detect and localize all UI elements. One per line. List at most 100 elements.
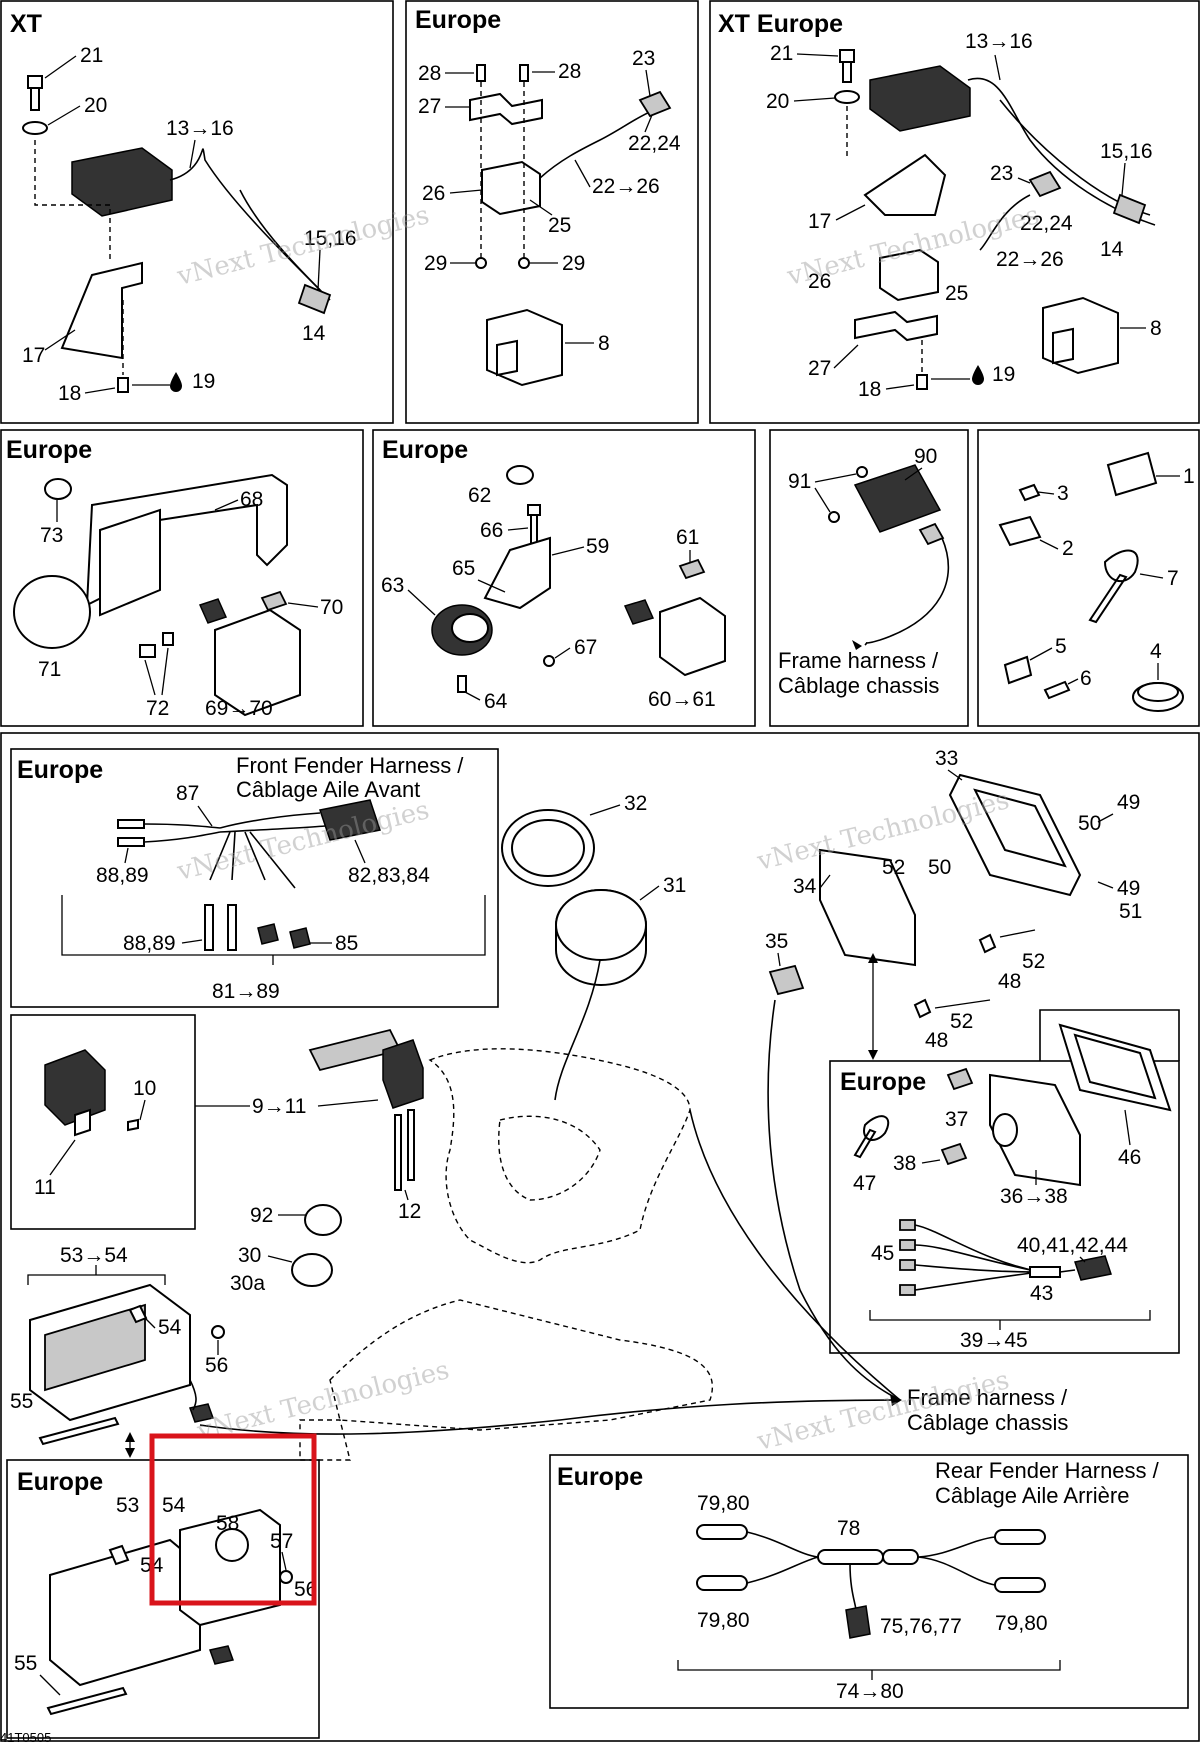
callout-35: 35 — [765, 930, 788, 953]
callout-29b: 29 — [562, 252, 585, 275]
callout-54-eu: 54 — [162, 1494, 186, 1517]
callout-15-16: 15,16 — [304, 227, 357, 250]
reflector-71 — [13, 575, 91, 649]
panel-title-europe-rear-fender: Europe — [557, 1463, 643, 1491]
callout-56: 56 — [205, 1354, 228, 1377]
callout-48b: 48 — [925, 1029, 948, 1052]
callout-82-83-84: 82,83,84 — [348, 864, 430, 887]
panel-front-fender — [10, 748, 499, 1008]
callout-79-80a: 79,80 — [697, 1492, 750, 1515]
callout-22-24: 22,24 — [628, 132, 681, 155]
panel-title-europe-signal: Europe — [382, 436, 468, 464]
callout-11a: 11 — [34, 1176, 56, 1199]
screw-18 — [117, 377, 129, 393]
connector-14 — [297, 283, 332, 315]
bulb-35 — [768, 964, 805, 996]
callout-85: 85 — [335, 932, 358, 955]
callout-88-89b: 88,89 — [123, 932, 176, 955]
europe-top-parts: 28 28 23 27 22,24 26 22→26 25 29 29 8 — [418, 47, 681, 387]
handlebar-switch-parts: 10 11 — [34, 1049, 156, 1199]
rear-fender-parts: Rear Fender Harness / Câblage Aile Arriè… — [677, 1458, 1160, 1703]
callout-31: 31 — [663, 874, 686, 897]
callout-19: 19 — [192, 370, 215, 393]
panel-europe-signal — [372, 429, 756, 727]
callout-30: 30 — [238, 1244, 261, 1267]
lens-34 — [819, 848, 916, 967]
bolt-21 — [27, 75, 43, 111]
washer-20 — [22, 121, 48, 135]
screw-6 — [1043, 680, 1071, 700]
drop-icon-xte — [972, 365, 984, 385]
callout-25: 25 — [548, 214, 571, 237]
callout-43: 43 — [1030, 1282, 1053, 1305]
callout-70: 70 — [320, 596, 343, 619]
callout-27: 27 — [418, 95, 441, 118]
callout-75-76-77: 75,76,77 — [880, 1615, 962, 1638]
callout-32: 32 — [624, 792, 647, 815]
callout-66: 66 — [480, 519, 503, 542]
frame-harness-top-line2: Câblage chassis — [778, 673, 939, 698]
callout-26-xte: 26 — [808, 270, 831, 293]
callout-14: 14 — [302, 322, 326, 345]
callout-22-24-xte: 22,24 — [1020, 212, 1073, 235]
callout-45: 45 — [871, 1242, 894, 1265]
xt-europe-parts: 21 13→16 20 15,16 23 17 22,24 14 26 22→2… — [766, 30, 1162, 401]
screw-28a — [476, 64, 486, 82]
harness-22 — [539, 109, 656, 179]
europe-headlight-parts: 37 46 47 38 36→38 45 40,41,42,44 43 39→4… — [853, 1023, 1172, 1352]
callout-71: 71 — [38, 658, 61, 681]
callout-1: 1 — [1183, 465, 1195, 488]
callout-18: 18 — [58, 382, 81, 405]
callout-30a: 30a — [230, 1272, 265, 1295]
callout-79-80b: 79,80 — [697, 1609, 750, 1632]
callout-22-26-xte: 22→26 — [996, 248, 1064, 271]
callout-61: 61 — [676, 526, 699, 549]
gauge-parts: 32 31 — [501, 792, 686, 1101]
callout-21: 21 — [80, 44, 103, 67]
panel-xt-europe — [709, 0, 1200, 424]
panel-regulator — [769, 429, 969, 727]
callout-53-54: 53→54 — [60, 1244, 128, 1267]
callout-50a: 50 — [1078, 812, 1101, 835]
callout-27-xte: 27 — [808, 357, 831, 380]
panel-europe-top — [405, 0, 699, 424]
panel-title-europe-rear-light: Europe — [6, 436, 92, 464]
callout-63: 63 — [381, 574, 404, 597]
callout-17-xte: 17 — [808, 210, 831, 233]
callout-36-38: 36→38 — [1000, 1185, 1068, 1208]
callout-3: 3 — [1057, 482, 1069, 505]
clip-1 — [1106, 451, 1158, 497]
handlebar-assembly: 9→11 12 Frame harness / Câblage chassis — [195, 1028, 1068, 1461]
panel-title-xt-europe: XT Europe — [718, 10, 843, 38]
switch-cable — [169, 148, 321, 291]
callout-46: 46 — [1118, 1146, 1141, 1169]
callout-18-xte: 18 — [858, 378, 881, 401]
taillight-parts: 53→54 54 56 55 — [10, 1244, 228, 1458]
console-outline — [329, 1299, 714, 1431]
frame-harness-main-line1: Frame harness / — [907, 1385, 1068, 1410]
callout-52c: 52 — [950, 1010, 973, 1033]
bracket-2 — [998, 515, 1042, 547]
nut-29a — [475, 257, 487, 269]
socket — [198, 598, 228, 624]
callout-53-eu: 53 — [116, 1494, 139, 1517]
panel-title-europe-front-fender: Europe — [17, 756, 103, 784]
callout-65: 65 — [452, 557, 475, 580]
relay-26 — [481, 160, 541, 216]
regulator-parts: 90 91 Frame harness / Câblage chassis — [778, 445, 950, 698]
callout-91: 91 — [788, 470, 811, 493]
drawing-code: 41T0505 — [0, 1730, 51, 1745]
callout-69-70: 69→70 — [205, 697, 273, 720]
callout-64: 64 — [484, 690, 508, 713]
drop-icon — [170, 372, 182, 392]
highlight-box — [149, 1433, 317, 1606]
panel-europe-headlight — [829, 1060, 1180, 1354]
bracket-27 — [469, 92, 543, 126]
callout-58: 58 — [216, 1512, 239, 1535]
bracket-17 — [60, 261, 143, 360]
rear-fender-line1: Rear Fender Harness / — [935, 1458, 1160, 1483]
callout-29a: 29 — [424, 252, 447, 275]
callout-13-16: 13→16 — [166, 117, 234, 140]
frame-harness-main-line2: Câblage chassis — [907, 1410, 1068, 1435]
panel-small-parts — [977, 429, 1200, 727]
